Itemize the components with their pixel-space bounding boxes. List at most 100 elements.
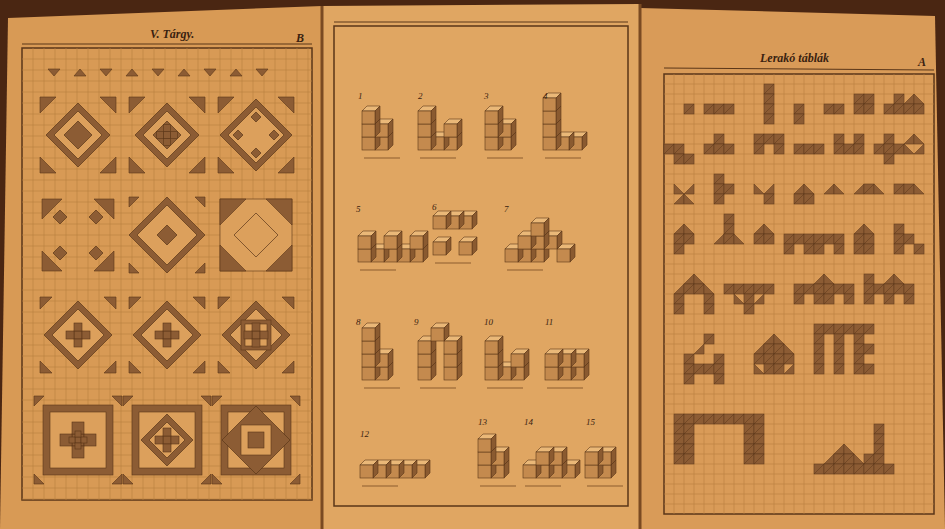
laying-tile: [834, 354, 844, 364]
tile-hatch: [704, 144, 714, 154]
laying-tile: [864, 454, 874, 464]
laying-tile: [834, 134, 844, 144]
cube-front: [459, 242, 472, 255]
tile-hatch: [854, 354, 864, 364]
tile-hatch: [914, 104, 924, 114]
diamond-tile: [251, 148, 261, 158]
grid-line: [22, 389, 312, 390]
cube-side: [557, 231, 562, 249]
square-tile: [164, 125, 171, 132]
laying-tile: [844, 324, 854, 334]
corner-triangle: [104, 297, 116, 309]
corner-triangle: [278, 157, 294, 173]
caption-smudge: [487, 157, 523, 159]
cube-front: [431, 328, 444, 341]
tile-hatch: [754, 234, 764, 244]
corner-triangle: [212, 474, 222, 484]
tile-hatch: [894, 234, 904, 244]
small-triangle: [74, 69, 86, 76]
tile-hatch: [824, 464, 834, 474]
laying-triangle: [874, 184, 884, 194]
corner-triangle: [218, 361, 230, 373]
tile-hatch: [834, 464, 844, 474]
grid-line: [22, 92, 312, 93]
cube-front: [518, 236, 531, 249]
tile-hatch: [834, 144, 844, 154]
laying-tile: [674, 234, 684, 244]
laying-tile: [894, 244, 904, 254]
laying-tile: [744, 444, 754, 454]
laying-tile: [714, 374, 724, 384]
tile-hatch: [764, 134, 774, 144]
tile-hatch: [834, 244, 844, 254]
grid-line: [664, 404, 934, 405]
diamond-tile: [53, 246, 67, 260]
tile-hatch: [844, 454, 854, 464]
grid-line: [664, 184, 934, 185]
tile-hatch: [834, 234, 844, 244]
cube-side: [570, 244, 575, 262]
laying-tile: [674, 414, 684, 424]
cube-side: [446, 211, 451, 229]
cube-side: [399, 460, 404, 478]
laying-tile: [804, 194, 814, 204]
laying-triangle: [674, 284, 684, 294]
header-rule: [664, 68, 934, 70]
tile-hatch: [864, 364, 874, 374]
grid-line: [664, 224, 934, 225]
square-tile: [139, 412, 195, 468]
cube-side: [425, 460, 430, 478]
tile-hatch: [864, 234, 874, 244]
grid-line: [22, 400, 312, 401]
corner-triangle: [129, 361, 141, 373]
corner-triangle: [34, 474, 44, 484]
laying-tile: [794, 144, 804, 154]
laying-tile: [694, 414, 704, 424]
small-triangle: [178, 69, 190, 76]
tile-hatch: [884, 294, 894, 304]
figure-number: 3: [484, 92, 489, 101]
square-tile: [171, 331, 179, 339]
tile-hatch: [814, 334, 824, 344]
tile-hatch: [764, 104, 774, 114]
laying-tile: [814, 464, 824, 474]
laying-tile: [814, 364, 824, 374]
tile-hatch: [794, 234, 804, 244]
left-patterns: [22, 44, 312, 500]
square-tile: [221, 405, 291, 475]
tile-hatch: [864, 184, 874, 194]
laying-triangle: [854, 224, 864, 234]
tile-hatch: [764, 194, 774, 204]
cube-front: [418, 111, 431, 124]
laying-triangle: [684, 194, 694, 204]
laying-triangle: [904, 134, 914, 144]
cube-front: [410, 236, 423, 249]
square-tile: [163, 331, 171, 339]
laying-tile: [674, 434, 684, 444]
square-tile: [74, 331, 82, 339]
corner-triangle: [201, 474, 211, 484]
laying-tile: [674, 144, 684, 154]
diamond-tile: [153, 121, 181, 149]
tile-hatch: [874, 454, 884, 464]
tile-hatch: [824, 104, 834, 114]
tile-hatch: [754, 134, 764, 144]
cube-side: [549, 447, 554, 465]
laying-tile: [674, 244, 684, 254]
laying-tile: [724, 184, 734, 194]
cube-side: [431, 106, 436, 124]
laying-tile: [834, 334, 844, 344]
tile-hatch: [864, 284, 874, 294]
diamond-tile: [89, 246, 103, 260]
laying-tile: [684, 374, 694, 384]
laying-triangle: [734, 294, 744, 304]
square-tile: [163, 339, 171, 347]
laying-tile: [914, 244, 924, 254]
corner-triangle: [266, 245, 292, 271]
diamond-tile: [141, 414, 193, 466]
laying-tile: [824, 464, 834, 474]
laying-tile: [894, 144, 904, 154]
figure-number: 2: [418, 92, 423, 101]
laying-triangle: [714, 234, 724, 244]
